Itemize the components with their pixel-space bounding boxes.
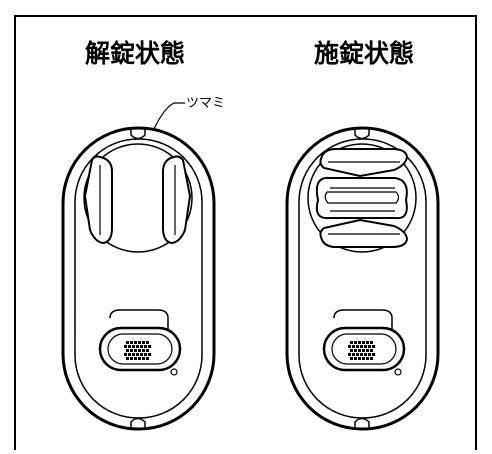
top-notch — [354, 128, 370, 140]
unlocked-device — [61, 126, 216, 431]
indicator-dot — [394, 368, 402, 376]
unlocked-title: 解錠状態 — [85, 39, 185, 68]
sensor-grid-icon — [348, 341, 375, 360]
knob-callout-label: ツマミ — [186, 96, 225, 111]
bottom-notch — [130, 417, 146, 429]
locked-title: 施錠状態 — [314, 39, 414, 68]
figure-border — [14, 15, 477, 450]
locked-device — [285, 126, 440, 431]
indicator-dot — [170, 368, 178, 376]
bottom-notch — [354, 417, 370, 429]
top-notch — [130, 128, 146, 140]
sensor-button — [98, 309, 182, 376]
thumb-turn-knob-horizontal — [307, 143, 417, 253]
sensor-button — [322, 309, 406, 376]
thumb-turn-knob-vertical — [83, 143, 193, 253]
sensor-grid-icon — [124, 341, 151, 360]
